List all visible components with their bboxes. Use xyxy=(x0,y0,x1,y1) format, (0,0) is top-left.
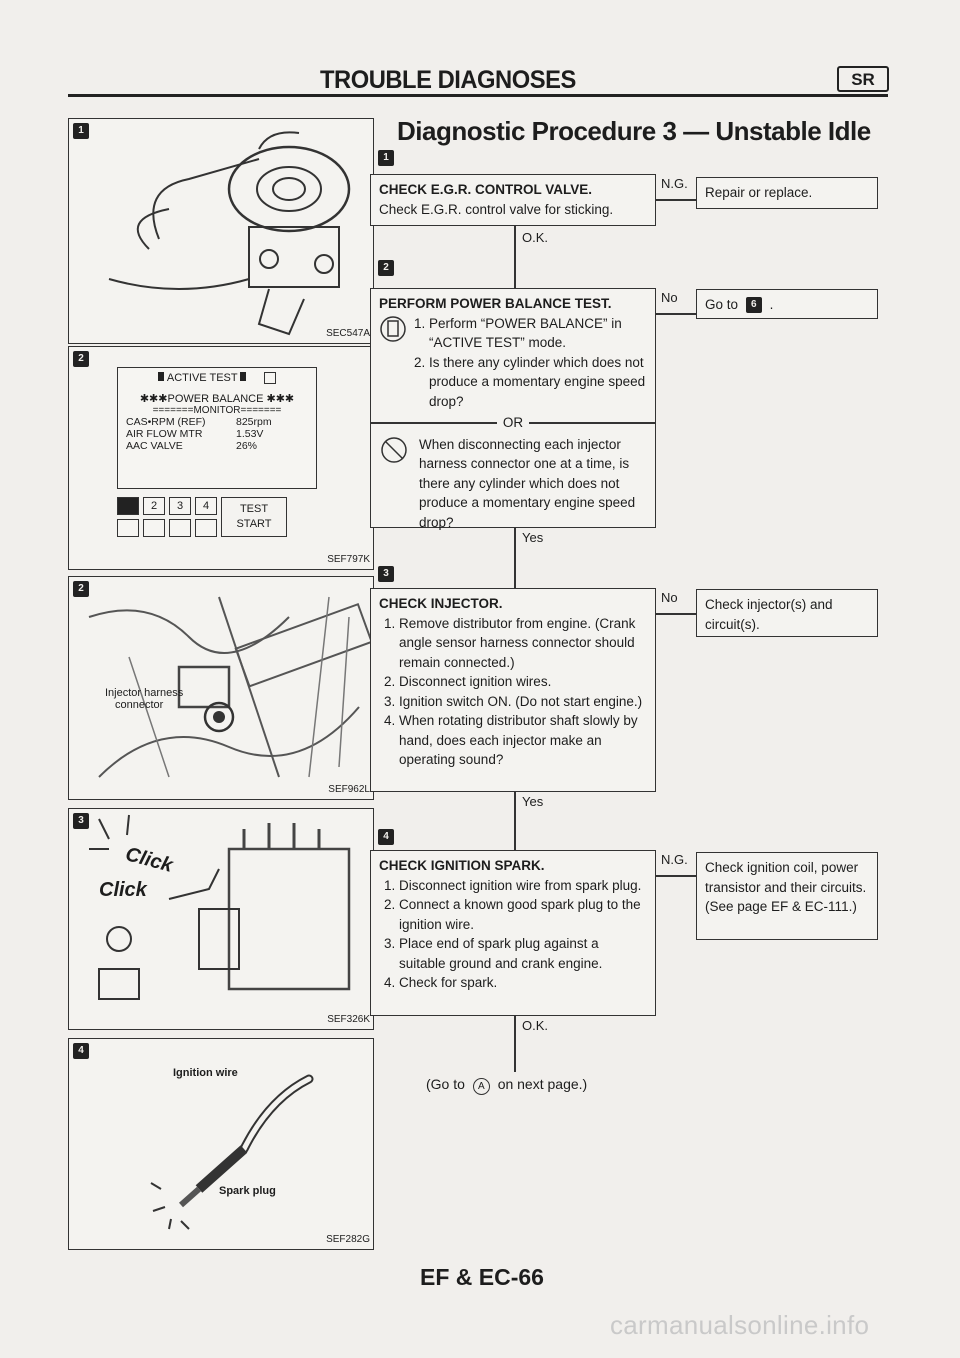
key-3[interactable]: 3 xyxy=(169,497,191,515)
monitor-subtitle: =======MONITOR======= xyxy=(118,405,316,416)
step-tag: 2 xyxy=(378,260,394,276)
step-heading: CHECK INJECTOR. xyxy=(379,594,647,614)
step-item: Disconnect ignition wires. xyxy=(399,672,647,692)
result-box: Check ignition coil, power transistor an… xyxy=(696,852,878,940)
step-item: Place end of spark plug against a suitab… xyxy=(399,934,647,973)
consult-screen: ACTIVE TEST ✱✱✱POWER BALANCE ✱✱✱ =======… xyxy=(117,367,317,489)
branch-arrow xyxy=(656,875,696,877)
branch-label: No xyxy=(661,290,678,305)
flow-line xyxy=(514,792,516,850)
key-2[interactable]: 2 xyxy=(143,497,165,515)
step-item: When rotating distributor shaft slowly b… xyxy=(399,711,647,770)
figure-spark-plug: 4 Ignition wire Spark plug SEF282G xyxy=(68,1038,374,1250)
distributor-illustration xyxy=(69,809,375,1031)
step-egr-check: CHECK E.G.R. CONTROL VALVE. Check E.G.R.… xyxy=(370,174,656,226)
consult-icon xyxy=(379,314,411,412)
step-item: Disconnect ignition wire from spark plug… xyxy=(399,876,647,896)
flow-label: O.K. xyxy=(522,230,548,245)
branch-label: No xyxy=(661,590,678,605)
or-divider: OR xyxy=(371,413,655,433)
step-item: Perform “POWER BALANCE” in “ACTIVE TEST”… xyxy=(429,314,647,353)
step-injector-check: CHECK INJECTOR. Remove distributor from … xyxy=(370,588,656,792)
monitor-title: ✱✱✱POWER BALANCE ✱✱✱ xyxy=(118,392,316,405)
injector-label-2: connector xyxy=(105,699,183,711)
watermark: carmanualsonline.info xyxy=(610,1310,869,1341)
flow-line xyxy=(514,528,516,588)
step-alt-text: When disconnecting each injector harness… xyxy=(419,435,647,533)
key-4[interactable]: 4 xyxy=(195,497,217,515)
step-item: Is there any cylinder which does not pro… xyxy=(429,353,647,412)
figure-tag: 1 xyxy=(73,123,89,139)
flow-label: Yes xyxy=(522,530,543,545)
key-blank[interactable] xyxy=(169,519,191,537)
step-tag: 1 xyxy=(378,150,394,166)
monitor-keys-row-1: 2 3 4 xyxy=(117,497,217,515)
connector-circle: A xyxy=(473,1078,490,1095)
figure-egr-valve: 1 SEC547A xyxy=(68,118,374,344)
step-heading: PERFORM POWER BALANCE TEST. xyxy=(379,294,647,314)
figure-code: SEF962L xyxy=(328,784,370,795)
click-label-2: Click xyxy=(99,879,147,902)
injector-label-1: Injector harness xyxy=(105,687,183,699)
test-start-button[interactable]: TEST START xyxy=(221,497,287,537)
branch-label: N.G. xyxy=(661,852,688,867)
monitor-keys-row-2 xyxy=(117,519,217,537)
figure-code: SEC547A xyxy=(326,328,370,339)
figure-code: SEF797K xyxy=(327,554,370,565)
step-ignition-spark: CHECK IGNITION SPARK. Disconnect ignitio… xyxy=(370,850,656,1016)
key-blank[interactable] xyxy=(117,519,139,537)
header-rule xyxy=(68,94,888,97)
branch-arrow xyxy=(656,613,696,615)
step-body: Check E.G.R. control valve for sticking. xyxy=(379,200,647,220)
result-box: Repair or replace. xyxy=(696,177,878,209)
monitor-header: ACTIVE TEST xyxy=(118,372,316,384)
figure-injector-harness: 2 Injector harness connector SEF962L xyxy=(68,576,374,800)
flow-line xyxy=(514,1016,516,1072)
monitor-row: CAS•RPM (REF)825rpm xyxy=(126,416,308,428)
procedure-title: Diagnostic Procedure 3 — Unstable Idle xyxy=(397,116,871,147)
branch-arrow xyxy=(656,199,696,201)
flow-line xyxy=(514,226,516,288)
branch-arrow xyxy=(656,313,696,315)
figure-code: SEF326K xyxy=(327,1014,370,1025)
figure-tag: 2 xyxy=(73,351,89,367)
branch-label: N.G. xyxy=(661,176,688,191)
page-header-title: TROUBLE DIAGNOSES xyxy=(320,66,576,95)
step-power-balance: PERFORM POWER BALANCE TEST. Perform “POW… xyxy=(370,288,656,528)
step-tag: 4 xyxy=(378,829,394,845)
flow-label: Yes xyxy=(522,794,543,809)
step-heading: CHECK E.G.R. CONTROL VALVE. xyxy=(379,180,647,200)
goto-next-page: (Go to A on next page.) xyxy=(426,1076,587,1095)
no-tools-icon xyxy=(379,435,419,533)
egr-valve-illustration xyxy=(99,129,369,339)
result-box: Go to 6 . xyxy=(696,289,878,319)
key-blank[interactable] xyxy=(195,519,217,537)
spark-plug-illustration xyxy=(69,1039,375,1251)
figure-code: SEF282G xyxy=(326,1234,370,1245)
result-box: Check injector(s) and circuit(s). xyxy=(696,589,878,637)
flow-label: O.K. xyxy=(522,1018,548,1033)
page-number: EF & EC-66 xyxy=(420,1264,544,1291)
figure-consult-monitor: 2 ACTIVE TEST ✱✱✱POWER BALANCE ✱✱✱ =====… xyxy=(68,346,374,570)
step-item: Remove distributor from engine. (Crank a… xyxy=(399,614,647,673)
step-heading: CHECK IGNITION SPARK. xyxy=(379,856,647,876)
step-tag: 3 xyxy=(378,566,394,582)
section-badge: SR xyxy=(837,66,889,92)
step-item: Connect a known good spark plug to the i… xyxy=(399,895,647,934)
key-1[interactable] xyxy=(117,497,139,515)
step-item: Ignition switch ON. (Do not start engine… xyxy=(399,692,647,712)
figure-distributor-click: 3 Click Click SEF326K xyxy=(68,808,374,1030)
key-blank[interactable] xyxy=(143,519,165,537)
step-item: Check for spark. xyxy=(399,973,647,993)
